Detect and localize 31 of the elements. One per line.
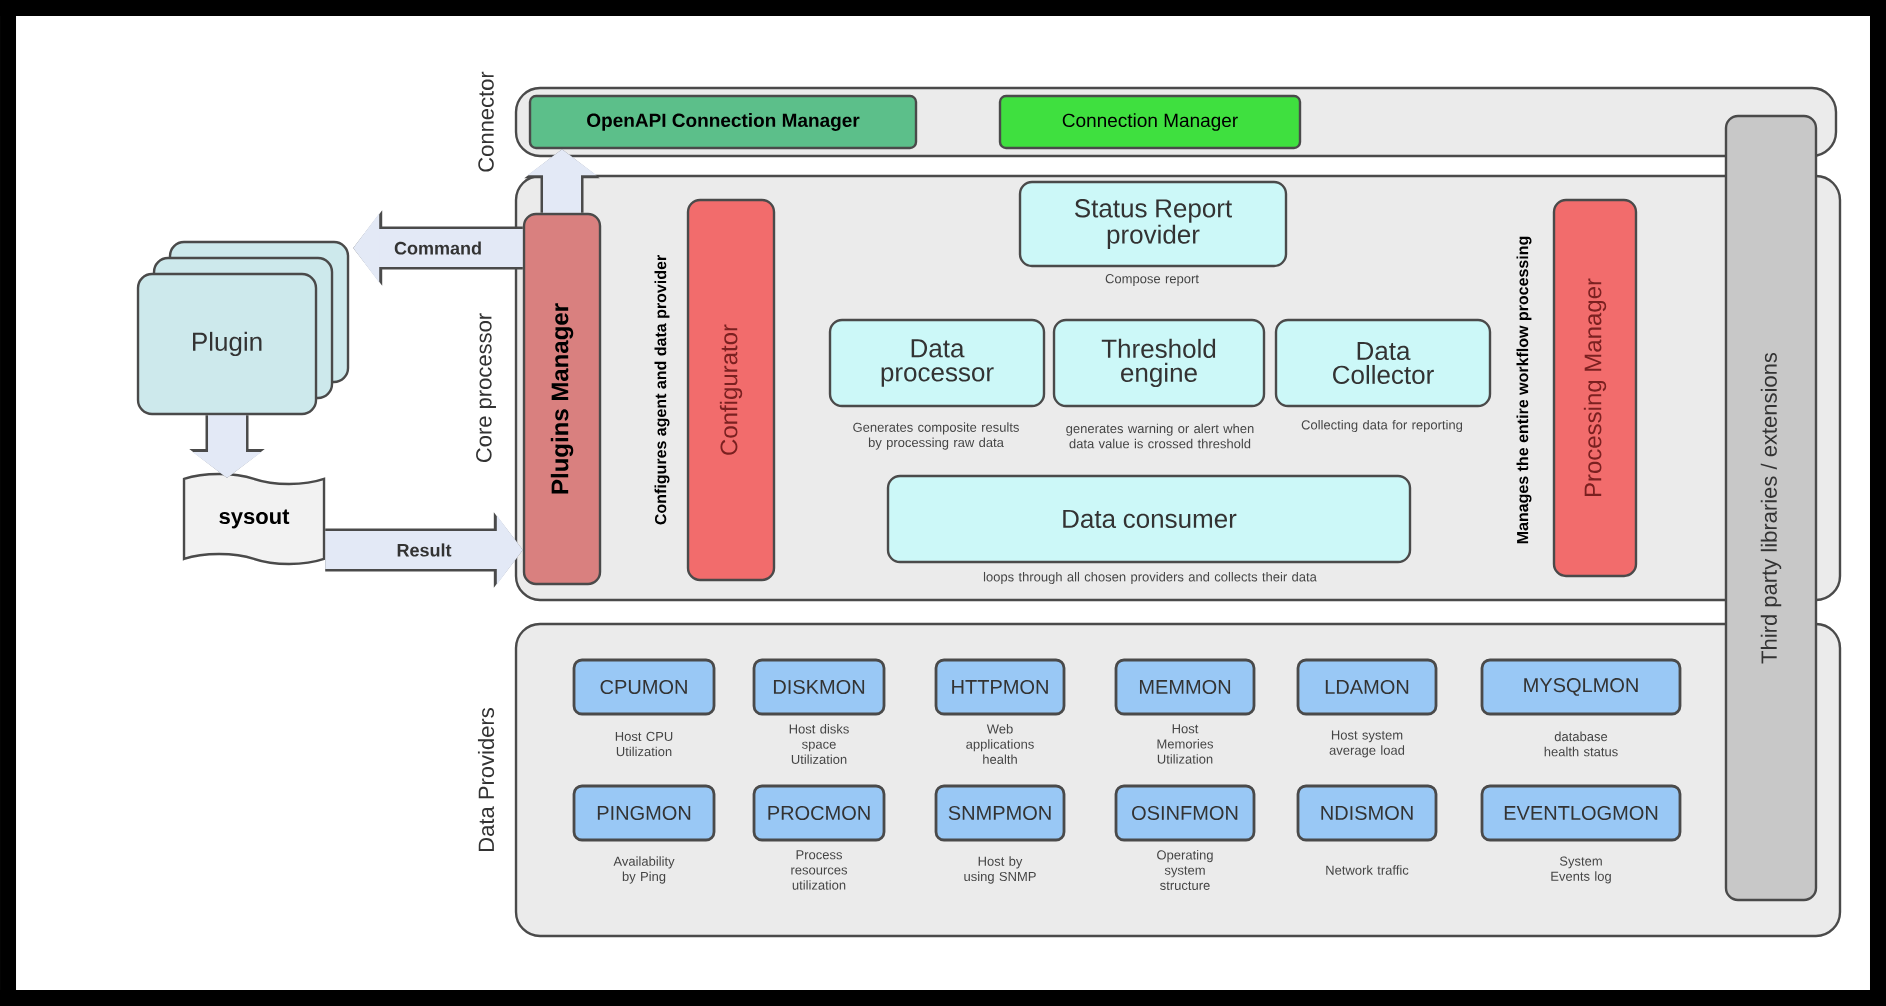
manager-box: Connection Manager (998, 94, 1302, 150)
caption-text: Manages the entire workflow processing (1516, 236, 1532, 544)
manager-bar: Plugins Manager (522, 212, 602, 586)
module-box: LDAMON (1296, 658, 1438, 716)
band-label: Core processor (476, 313, 496, 463)
manager-box: OpenAPI Connection Manager (528, 94, 918, 150)
component-box: Data consumer (886, 474, 1412, 564)
component-box: Threshold engine (1052, 318, 1266, 408)
module-box: MYSQLMON (1480, 658, 1682, 716)
component-box: Status Report provider (1018, 180, 1288, 268)
band-label: Connector (478, 71, 494, 172)
module-box: NDISMON (1296, 784, 1438, 842)
component-box: Data processor (828, 318, 1046, 408)
module-box: HTTPMON (934, 658, 1066, 716)
band-label: Data Providers (477, 708, 495, 851)
module-box: SNMPMON (934, 784, 1066, 842)
module-box: EVENTLOGMON (1480, 784, 1682, 842)
plugin-stack: Plugin (136, 240, 350, 416)
edge-label: Command (394, 241, 481, 255)
module-box: OSINFMON (1114, 784, 1256, 842)
manager-bar: Configurator (686, 198, 776, 582)
module-box: DISKMON (752, 658, 886, 716)
module-box: MEMMON (1114, 658, 1256, 716)
module-box: CPUMON (572, 658, 716, 716)
edge-label: Result (397, 543, 452, 557)
manager-bar: Processing Manager (1552, 198, 1638, 578)
library-bar: Third party libraries / extensions (1724, 114, 1818, 902)
module-box: PROCMON (752, 784, 886, 842)
module-box: PINGMON (572, 784, 716, 842)
caption-text: Configures agent and data provider (654, 255, 670, 525)
component-box: Data Collector (1274, 318, 1492, 408)
